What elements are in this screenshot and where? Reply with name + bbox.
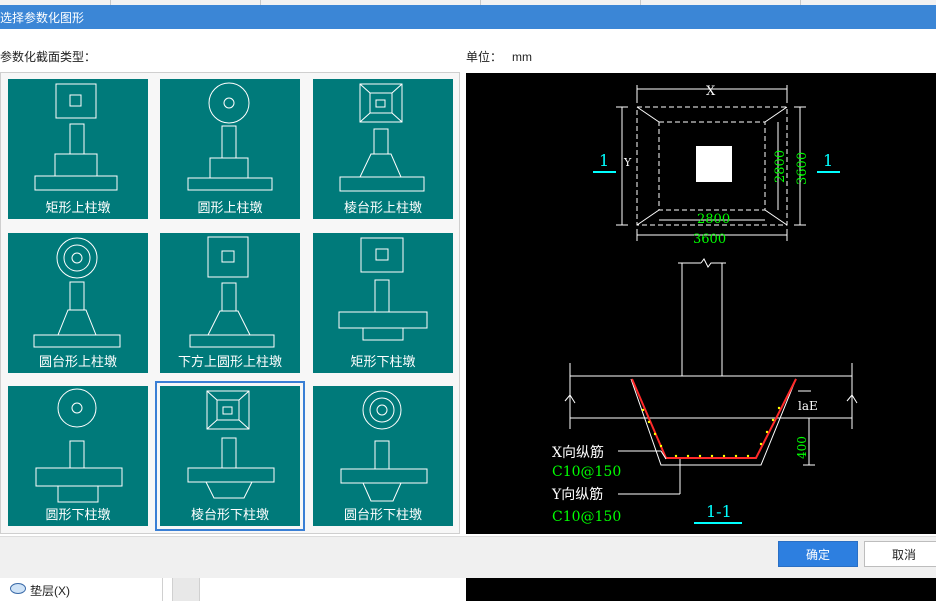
shape-rect-upper-pier[interactable]: 矩形上柱墩 [8, 79, 148, 219]
shape-label: 圆形下柱墩 [45, 507, 111, 522]
cancel-button[interactable]: 取消 [864, 541, 936, 567]
scrollbar[interactable] [172, 578, 200, 601]
header-divider [800, 0, 801, 7]
section-title: 1-1 [706, 502, 732, 521]
shape-label: 下方上圆形上柱墩 [177, 354, 282, 369]
shape-label: 圆台形上柱墩 [38, 354, 117, 369]
layer-icon [10, 583, 26, 594]
dim-x: X [706, 84, 716, 99]
shape-frustum-upper-pier[interactable]: 棱台形上柱墩 [313, 79, 453, 219]
shape-label: 矩形下柱墩 [350, 354, 416, 369]
frustum-lower-pier-icon [187, 390, 275, 499]
rect-upper-pier-icon [34, 83, 118, 191]
header-divider [110, 0, 111, 7]
circular-frustum-upper-pier-icon [33, 237, 121, 348]
shape-label: 棱台形下柱墩 [190, 507, 269, 522]
x-rebar-label: X向纵筋 [552, 444, 604, 461]
shape-preview: X Y 2800 3600 2800 3600 1 1 [466, 73, 936, 534]
preview-drawing: X Y 2800 3600 2800 3600 1 1 [551, 84, 858, 525]
shape-label: 矩形上柱墩 [45, 200, 111, 215]
rebar-path [631, 378, 797, 459]
depth-label: 400 [795, 436, 809, 459]
header-divider [480, 0, 481, 7]
frustum-upper-pier-icon [339, 83, 425, 192]
shape-label: 圆台形下柱墩 [343, 507, 422, 522]
tree-item-cushion[interactable]: 垫层(X) [30, 584, 70, 598]
y-rebar-label: Y向纵筋 [551, 486, 603, 503]
shape-label: 棱台形上柱墩 [343, 200, 422, 215]
shape-rect-lower-pier[interactable]: 矩形下柱墩 [313, 233, 453, 373]
circular-frustum-lower-pier-icon [340, 390, 428, 502]
rebar-dots [641, 406, 781, 458]
shape-circle-upper-pier[interactable]: 圆形上柱墩 [160, 79, 300, 219]
shape-square-round-upper-pier[interactable]: 下方上圆形上柱墩 [160, 233, 300, 373]
unit-caption: 单位： [466, 50, 503, 64]
dim-y: Y [623, 156, 632, 169]
lae-label: laE [798, 399, 818, 413]
shape-frustum-lower-pier[interactable]: 棱台形下柱墩 [155, 381, 305, 531]
circle-lower-pier-icon [35, 388, 123, 503]
shape-circular-frustum-lower-pier[interactable]: 圆台形下柱墩 [313, 386, 453, 526]
dialog-titlebar[interactable]: 选择参数化图形 [0, 5, 936, 29]
background-canvas [466, 578, 936, 601]
rect-lower-pier-icon [338, 237, 428, 341]
unit-label: 单位： mm [466, 48, 532, 65]
section-type-label: 参数化截面类型： [0, 50, 97, 64]
circle-upper-pier-icon [187, 82, 273, 191]
unit-value: mm [512, 50, 533, 64]
dim-2800-h: 2800 [697, 212, 730, 227]
dialog-title: 选择参数化图形 [0, 11, 85, 25]
y-rebar-value: C10@150 [552, 509, 621, 525]
dim-3600-h: 3600 [693, 232, 726, 247]
header-divider [640, 0, 641, 7]
dim-3600-v: 3600 [795, 152, 810, 185]
shape-circular-frustum-upper-pier[interactable]: 圆台形上柱墩 [8, 233, 148, 373]
square-round-upper-pier-icon [189, 236, 275, 348]
section-marker-left: 1 [599, 151, 609, 170]
section-marker-right: 1 [823, 151, 833, 170]
header-divider [260, 0, 261, 7]
column-plan [696, 146, 732, 182]
tree-panel: 垫层(X) [0, 578, 163, 601]
ok-button[interactable]: 确定 [778, 541, 858, 567]
dim-2800-v: 2800 [773, 150, 788, 183]
background-app: 垫层(X) [0, 578, 936, 601]
shape-circle-lower-pier[interactable]: 圆形下柱墩 [8, 386, 148, 526]
shape-label: 圆形上柱墩 [197, 200, 263, 215]
x-rebar-value: C10@150 [552, 464, 621, 480]
